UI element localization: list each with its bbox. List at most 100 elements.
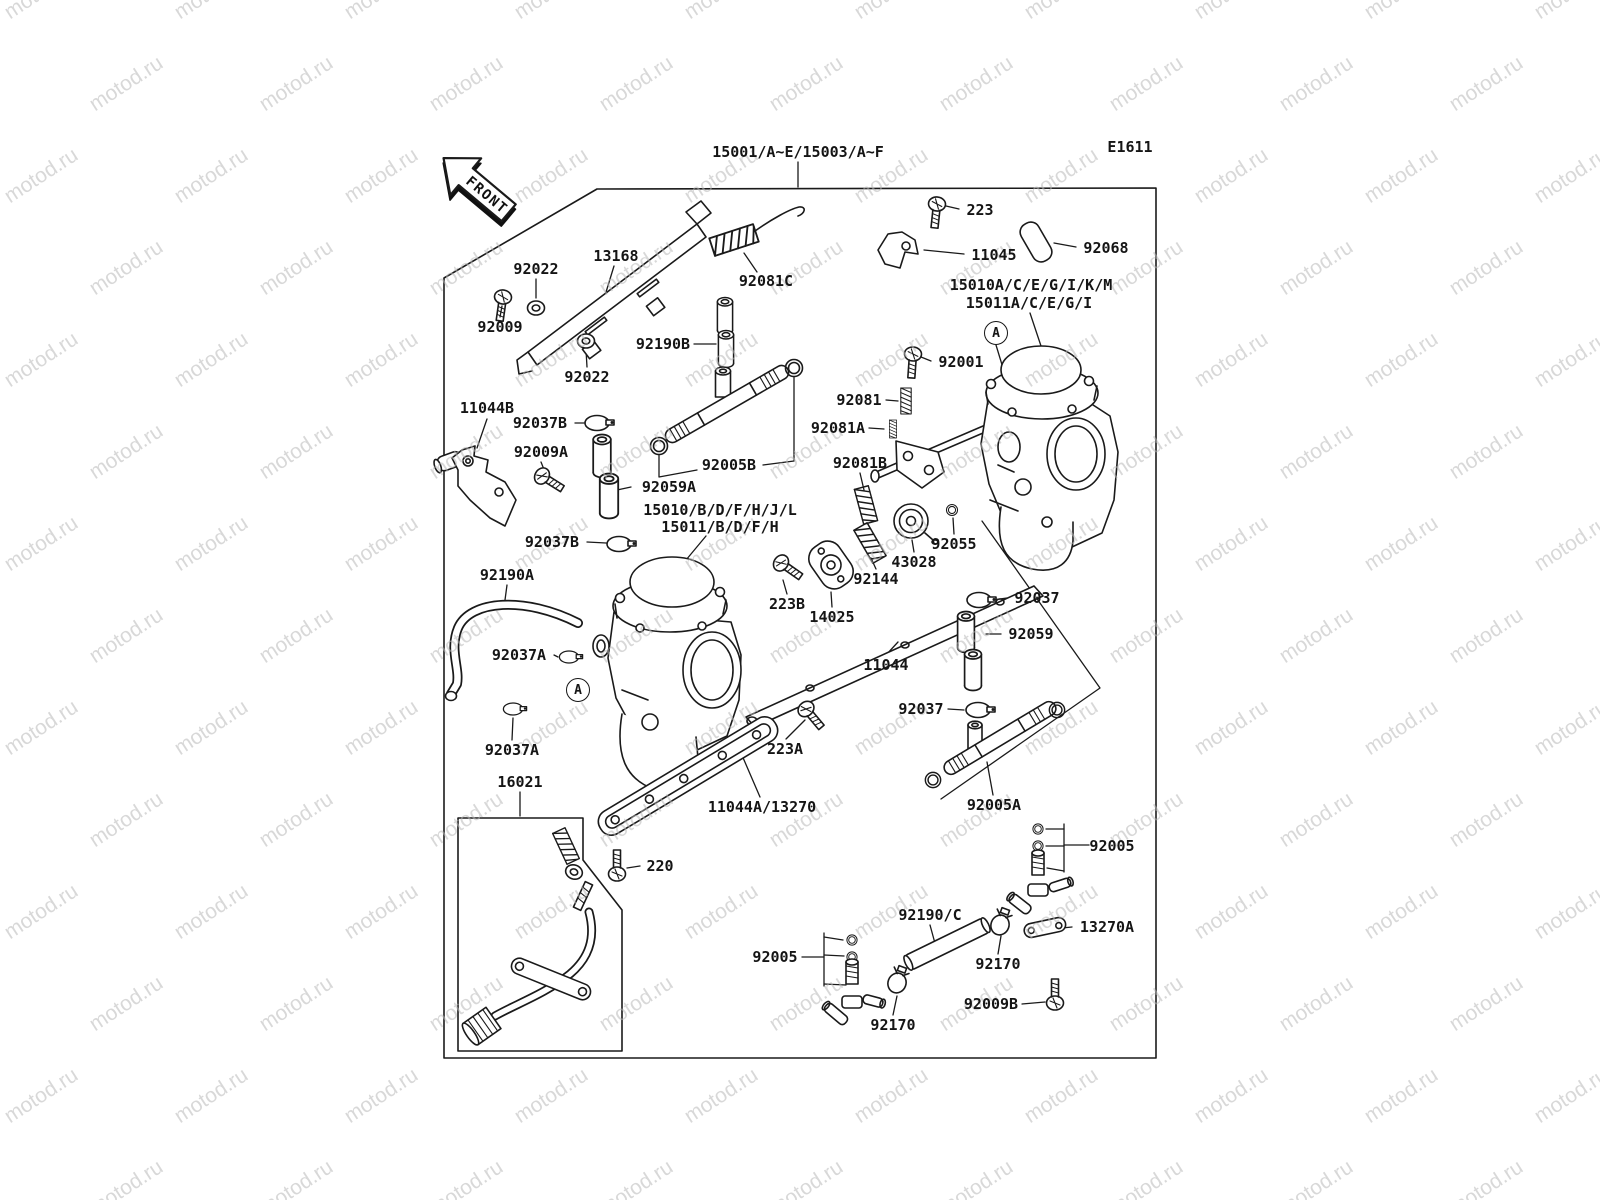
bracket-11045 — [877, 231, 919, 269]
leader-line — [782, 579, 788, 595]
leader-line — [945, 205, 960, 210]
part-label-11045: 11045 — [971, 246, 1017, 264]
fuel-tjoint-left — [821, 934, 887, 1026]
leader-line — [823, 983, 847, 986]
leader-lines — [476, 161, 1101, 1016]
part-label-92005: 92005 — [1089, 837, 1135, 855]
leader-line — [892, 995, 898, 1016]
assembly-ref-label: 15001/A~E/15003/A~F — [712, 143, 884, 161]
leader-line — [911, 539, 915, 553]
leader-line — [823, 954, 845, 957]
part-label-11044: 11044 — [863, 656, 909, 674]
fuel-tjoint-right — [1006, 823, 1075, 915]
part-label-15011A-C-E-G-I: 15011A/C/E/G/I — [965, 294, 1093, 312]
leader-line — [743, 252, 758, 273]
part-label-92190A: 92190A — [479, 566, 535, 584]
leader-line — [823, 936, 844, 941]
leader-line — [685, 535, 707, 561]
leader-line — [785, 719, 806, 740]
view-marker-A: A — [984, 321, 1008, 345]
carburetor-right — [980, 345, 1119, 571]
detail-box-16021 — [457, 817, 623, 1052]
leader-line — [762, 376, 795, 466]
part-label-13270A: 13270A — [1079, 918, 1135, 936]
part-label-92037: 92037 — [1014, 589, 1060, 607]
mount-plate-11044A-13270 — [597, 715, 779, 837]
part-label-92081C: 92081C — [738, 272, 794, 290]
bracket-11044B — [433, 445, 517, 527]
part-label-92005: 92005 — [752, 948, 798, 966]
leader-line — [947, 708, 965, 711]
leader-line — [1053, 242, 1077, 248]
part-label-92081: 92081 — [836, 391, 882, 409]
bracket-13168 — [516, 200, 712, 375]
front-arrow: FRONT — [442, 156, 517, 227]
part-label-220: 220 — [646, 857, 674, 875]
leader-line — [586, 541, 607, 544]
hose-92190A — [444, 599, 583, 702]
carburetor-left — [592, 556, 742, 793]
part-label-43028: 43028 — [891, 553, 937, 571]
leader-line — [885, 399, 899, 402]
part-label-92068: 92068 — [1083, 239, 1129, 257]
part-label-92022: 92022 — [513, 260, 559, 278]
leader-line — [920, 356, 932, 362]
page-code: E1611 — [1107, 138, 1153, 156]
choke-lever-16021 — [461, 827, 597, 1046]
leader-line — [986, 761, 994, 796]
part-label-92022: 92022 — [564, 368, 610, 386]
leader-line — [830, 591, 833, 608]
leader-line — [1046, 867, 1065, 872]
hose-92190C — [903, 917, 991, 971]
part-label-92005A: 92005A — [966, 796, 1022, 814]
part-label-92037: 92037 — [898, 700, 944, 718]
leader-line — [504, 584, 508, 601]
part-label-11044B: 11044B — [459, 399, 515, 417]
fuel-pipe-92005A — [943, 700, 1057, 776]
part-label-92081A: 92081A — [810, 419, 866, 437]
leader-line — [940, 520, 1101, 800]
diaphragm-43028 — [893, 503, 939, 545]
part-label-223B: 223B — [768, 595, 806, 613]
part-label-92059A: 92059A — [641, 478, 697, 496]
part-label-92170: 92170 — [870, 1016, 916, 1034]
part-label-92059: 92059 — [1008, 625, 1054, 643]
leader-line — [476, 418, 488, 449]
throttle-shaft-right — [870, 416, 1005, 489]
leader-line — [658, 454, 698, 478]
plate-14025 — [808, 540, 854, 590]
part-label-15011-B-D-F-H: 15011/B/D/F/H — [661, 518, 779, 536]
part-label-223: 223 — [966, 201, 994, 219]
part-label-92009: 92009 — [477, 318, 523, 336]
diagram-frame — [443, 187, 1157, 1059]
part-label-11044A-13270: 11044A/13270 — [707, 798, 817, 816]
leader-line — [997, 935, 1002, 955]
leader-line — [553, 654, 559, 658]
view-marker-A: A — [566, 678, 590, 702]
part-label-92037A: 92037A — [484, 741, 540, 759]
leader-line — [923, 249, 965, 255]
leader-line — [511, 717, 514, 741]
part-label-92190-C: 92190/C — [898, 906, 962, 924]
part-label-16021: 16021 — [497, 773, 543, 791]
part-label-92081B: 92081B — [832, 454, 888, 472]
link-13270A — [1023, 916, 1067, 939]
part-label-92005B: 92005B — [701, 456, 757, 474]
part-label-92037A: 92037A — [491, 646, 547, 664]
cap-92068 — [1019, 221, 1053, 263]
leader-line — [868, 427, 885, 430]
part-label-92009A: 92009A — [513, 443, 569, 461]
part-label-15010A-C-E-G-I-K-M: 15010A/C/E/G/I/K/M — [949, 276, 1113, 294]
part-label-92190B: 92190B — [635, 335, 691, 353]
part-label-92001: 92001 — [938, 353, 984, 371]
part-label-15010-B-D-F-H-J-L: 15010/B/D/F/H/J/L — [643, 501, 797, 519]
leader-line — [1021, 1001, 1046, 1005]
part-label-14025: 14025 — [809, 608, 855, 626]
leader-line — [626, 865, 641, 869]
leader-line — [616, 486, 632, 491]
part-label-92037B: 92037B — [524, 533, 580, 551]
leader-line — [740, 752, 761, 798]
